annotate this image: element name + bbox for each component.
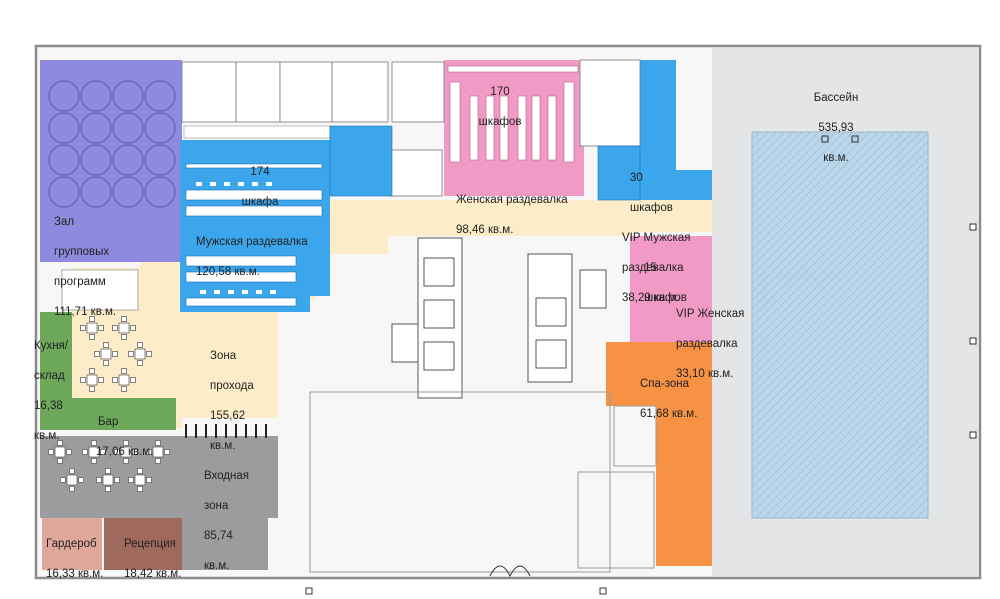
room-wardrobe xyxy=(42,518,102,570)
exercise-mat-circle xyxy=(112,112,144,144)
pool-ladder xyxy=(821,135,829,143)
group-hall-circles xyxy=(48,80,176,208)
turnstiles xyxy=(185,424,267,438)
cafe-tables xyxy=(48,316,170,492)
central-core xyxy=(391,237,607,399)
cafe-table xyxy=(48,440,72,464)
cafe-table xyxy=(112,316,136,340)
exercise-mat-circle xyxy=(144,112,176,144)
exercise-mat-circle xyxy=(80,80,112,112)
cafe-table xyxy=(112,368,136,392)
exercise-mat-circle xyxy=(48,112,80,144)
cafe-table xyxy=(60,468,84,492)
main-entrance-door xyxy=(489,565,531,578)
lower-central-area xyxy=(309,391,657,573)
exercise-mat-circle xyxy=(144,144,176,176)
exercise-mat-circle xyxy=(48,144,80,176)
women-locker-columns xyxy=(447,65,579,163)
cafe-table xyxy=(114,440,138,464)
locker-strip xyxy=(183,125,331,139)
stairs-left xyxy=(61,269,139,311)
exercise-mat-circle xyxy=(80,176,112,208)
cafe-table xyxy=(80,316,104,340)
cafe-table xyxy=(128,468,152,492)
men-wc xyxy=(329,125,393,197)
exercise-mat-circle xyxy=(48,80,80,112)
room-reception xyxy=(104,518,182,570)
exercise-mat-circle xyxy=(144,80,176,112)
room-corridor xyxy=(72,200,712,428)
cafe-table xyxy=(146,440,170,464)
pool-water-crosshatch xyxy=(752,132,928,518)
cafe-table xyxy=(80,368,104,392)
cafe-table xyxy=(82,440,106,464)
exercise-mat-circle xyxy=(112,176,144,208)
exercise-mat-circle xyxy=(144,176,176,208)
men-locker-rows xyxy=(185,163,323,307)
exercise-mat-circle xyxy=(80,112,112,144)
room-entrance-lower xyxy=(182,518,268,570)
room-kitchen xyxy=(40,312,72,430)
cafe-table xyxy=(128,342,152,366)
exercise-mat-circle xyxy=(80,144,112,176)
room-vip-women xyxy=(630,236,712,342)
restroom-blocks xyxy=(181,59,641,197)
cafe-table xyxy=(96,468,120,492)
room-bar xyxy=(72,398,176,430)
structural-columns xyxy=(305,223,977,595)
exercise-mat-circle xyxy=(112,80,144,112)
exercise-mat-circle xyxy=(48,176,80,208)
exercise-mat-circle xyxy=(112,144,144,176)
room-spa xyxy=(606,342,712,566)
men-locker-dots xyxy=(196,182,276,294)
cafe-table xyxy=(94,342,118,366)
pool-ladder xyxy=(851,135,859,143)
vip-men-wc xyxy=(597,145,641,201)
